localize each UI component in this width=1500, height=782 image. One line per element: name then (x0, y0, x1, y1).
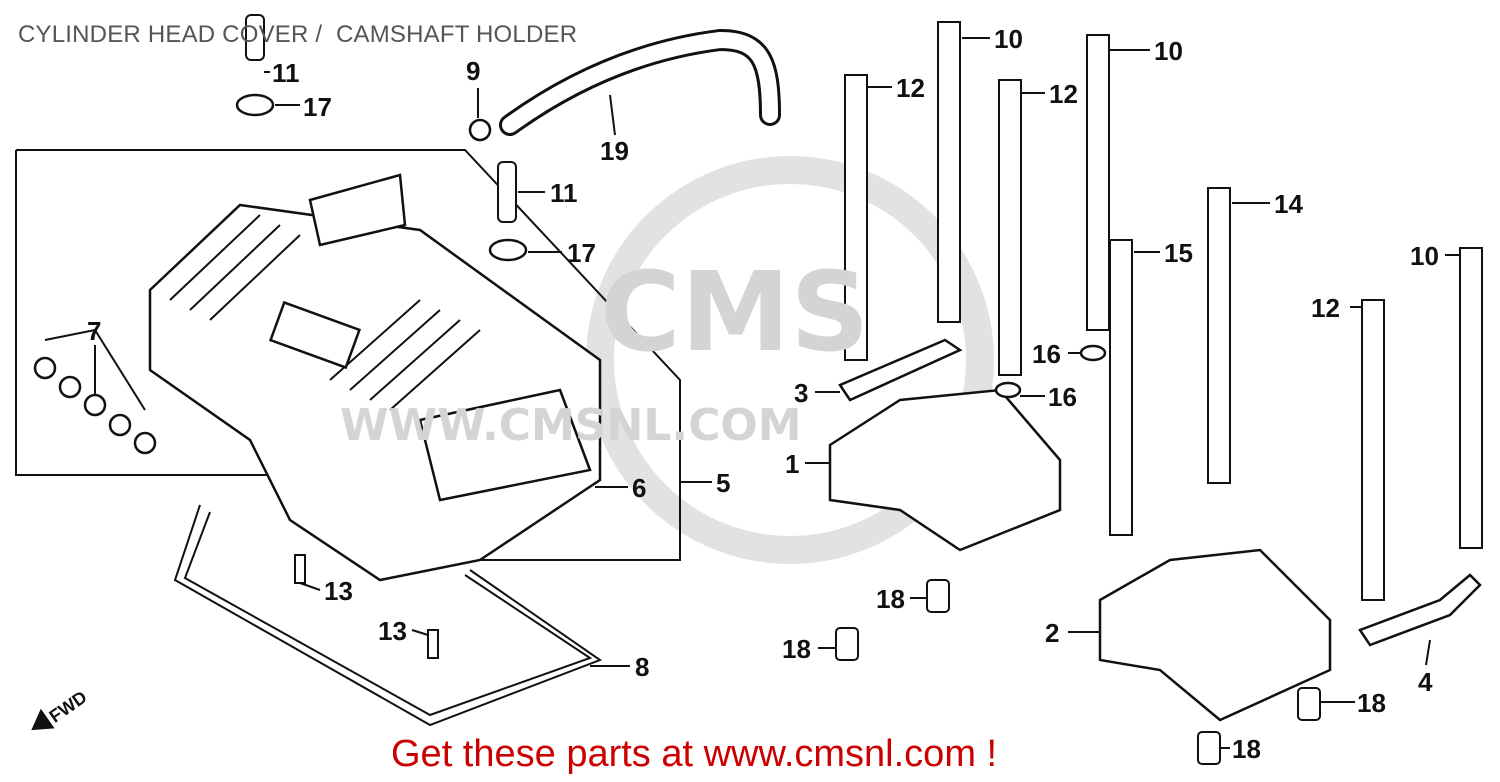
callout-16: 16 (1032, 339, 1061, 369)
fwd-arrow-icon: FWD (31, 687, 91, 731)
callouts: 11 17 9 19 11 17 7 12 10 12 10 14 15 10 … (87, 24, 1439, 764)
callout-18: 18 (782, 634, 811, 664)
callout-14: 14 (1274, 189, 1303, 219)
callout-7: 7 (87, 316, 101, 346)
callout-3: 3 (794, 378, 808, 408)
promo-link[interactable]: Get these parts at www.cmsnl.com ! (391, 733, 998, 775)
bracket-4 (1358, 573, 1482, 647)
callout-17: 17 (567, 238, 596, 268)
head-cover-gasket-inner (183, 511, 593, 717)
page-title: CYLINDER HEAD COVER / CAMSHAFT HOLDER (18, 21, 578, 48)
callout-leaders (94, 37, 1460, 749)
watermark-url: WWW.CMSNL.COM (340, 400, 802, 451)
callout-13: 13 (378, 616, 407, 646)
callout-6: 6 (632, 473, 646, 503)
callout-2: 2 (1045, 618, 1059, 648)
watermark-logo: CMS (600, 248, 869, 376)
callout-12: 12 (896, 73, 925, 103)
callout-10: 10 (994, 24, 1023, 54)
callout-17: 17 (303, 92, 332, 122)
callout-10: 10 (1410, 241, 1439, 271)
callout-13: 13 (324, 576, 353, 606)
callout-12: 12 (1049, 79, 1078, 109)
callout-18: 18 (876, 584, 905, 614)
bracket-3 (838, 338, 963, 402)
callout-1: 1 (785, 449, 799, 479)
callout-15: 15 (1164, 238, 1193, 268)
callout-10: 10 (1154, 36, 1183, 66)
cylinder-head-cover (15, 149, 681, 582)
callout-4: 4 (1418, 667, 1433, 697)
dowels-washers (835, 344, 1321, 765)
camshaft-holder-1 (828, 388, 1062, 552)
grommets (33, 328, 157, 455)
callout-8: 8 (635, 652, 649, 682)
callout-11: 11 (550, 178, 578, 208)
callout-19: 19 (600, 136, 629, 166)
callout-18: 18 (1357, 688, 1386, 718)
cover-bolts (235, 14, 528, 659)
callout-5: 5 (716, 468, 730, 498)
callout-9: 9 (466, 56, 480, 86)
camshaft-holder-2 (1098, 548, 1332, 722)
callout-11: 11 (272, 58, 300, 88)
callout-18: 18 (1232, 734, 1261, 764)
camshaft-holder-bolts (844, 21, 1483, 601)
callout-12: 12 (1311, 293, 1340, 323)
watermark: CMS WWW.CMSNL.COM (340, 248, 869, 451)
callout-16: 16 (1048, 382, 1077, 412)
fwd-label: FWD (46, 687, 91, 727)
breather-tube-inner (502, 31, 778, 133)
head-cover-gasket (173, 504, 603, 727)
